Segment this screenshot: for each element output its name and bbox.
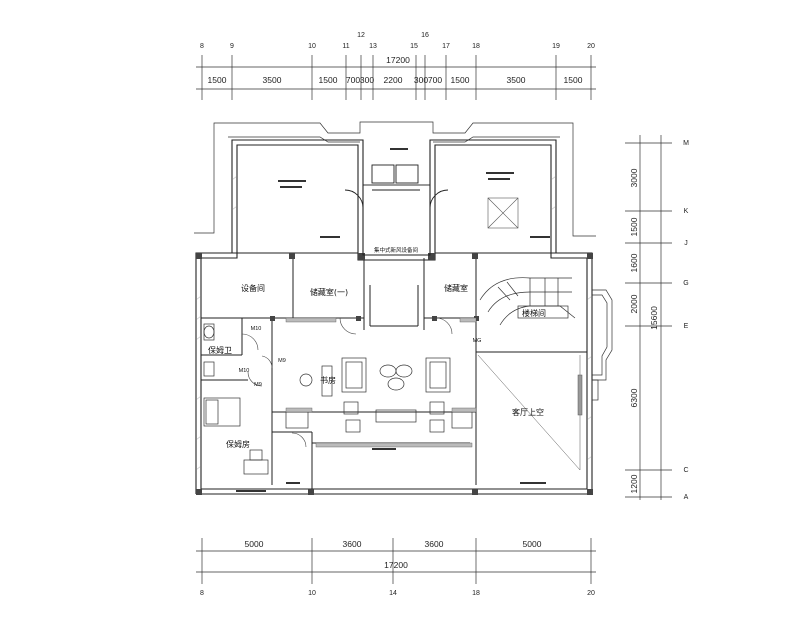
axis-label: G	[683, 280, 688, 287]
segment-dimension: 1500	[629, 217, 639, 236]
axis-label: 9	[230, 43, 234, 50]
axis-label: 10	[308, 590, 316, 597]
spiral-stair	[479, 277, 576, 326]
axis-label: 18	[472, 590, 480, 597]
segment-dimension: 1500	[208, 75, 227, 85]
room-label-study: 书房	[320, 375, 336, 385]
segment-dimension: 2000	[629, 294, 639, 313]
wall-hatching	[195, 175, 593, 471]
right-total-dimension: 15600	[649, 306, 659, 330]
axis-label: 17	[442, 43, 450, 50]
axis-label: 16	[421, 32, 429, 39]
axis-label: 18	[472, 43, 480, 50]
axis-label: E	[684, 323, 689, 330]
structural-columns	[196, 253, 593, 495]
bay-window	[591, 289, 613, 401]
segment-dimension: 3000	[629, 168, 639, 187]
axis-label: K	[684, 208, 689, 215]
door-tag-m10: M10	[251, 326, 262, 332]
room-label-living-void: 客厅上空	[512, 407, 544, 417]
axis-label: 20	[587, 590, 595, 597]
door-tag-m10: M10	[239, 368, 250, 374]
nanny-fixtures	[203, 323, 269, 475]
segment-dimension: 3600	[425, 539, 444, 549]
study-furniture	[285, 357, 473, 433]
roof-outline	[194, 121, 596, 237]
room-label-nanny-bath: 保姆卫	[208, 345, 232, 355]
axis-label: 8	[200, 590, 204, 597]
bottom-segment-dimensions: 5000 3600 3600 5000	[245, 539, 542, 549]
axis-label: J	[684, 240, 688, 247]
room-labels: 设备间 储藏室(一) 储藏室 楼梯间 书房 保姆卫 保姆房 客厅上空	[208, 283, 546, 449]
room-label-stair-hall: 楼梯间	[522, 308, 546, 318]
segment-dimension: 5000	[523, 539, 542, 549]
room-label-central-ac: 集中式新风设备间	[374, 246, 418, 254]
segment-dimension: 300	[414, 75, 428, 85]
axis-label: 19	[552, 43, 560, 50]
door-tag-m9: M9	[278, 358, 286, 364]
axis-label: M	[683, 140, 689, 147]
axis-label: A	[684, 494, 689, 501]
axis-label: 20	[587, 43, 595, 50]
axis-label: 12	[357, 32, 365, 39]
segment-dimension: 1200	[629, 474, 639, 493]
right-dimension-chain	[625, 135, 672, 500]
right-axis-labels: M K J G E C A	[683, 140, 689, 501]
axis-label: 14	[389, 590, 397, 597]
room-label-equipment: 设备间	[241, 283, 265, 293]
terrace-notes	[278, 148, 550, 238]
top-dimension-chain	[196, 55, 596, 100]
top-axis-ticks	[201, 55, 592, 100]
right-segment-dimensions: 3000 1500 1600 2000 6300 1200	[629, 168, 639, 493]
segment-dimension: 700	[346, 75, 360, 85]
lintel-hatching	[285, 317, 477, 448]
top-axis-labels: 8 9 10 11 12 13 15 16 17 18 19 20	[200, 32, 595, 50]
skylight-marker	[487, 197, 519, 229]
door-tag-mg: MG	[473, 338, 482, 344]
door-tag-m9: M9	[254, 382, 262, 388]
top-total-dimension: 17200	[386, 55, 410, 65]
bottom-axis-labels: 8 10 14 18 20	[200, 590, 595, 597]
segment-dimension: 300	[360, 75, 374, 85]
room-label-nanny-room: 保姆房	[226, 439, 250, 449]
axis-label: 10	[308, 43, 316, 50]
segment-dimension: 2200	[384, 75, 403, 85]
axis-label: 8	[200, 43, 204, 50]
axis-label: 13	[369, 43, 377, 50]
segment-dimension: 1500	[564, 75, 583, 85]
segment-dimension: 3500	[507, 75, 526, 85]
top-segment-dimensions: 1500 3500 1500 700 300 2200 300 700 1500…	[208, 75, 583, 85]
segment-dimension: 1500	[319, 75, 338, 85]
axis-label: C	[683, 467, 688, 474]
living-void-lines	[477, 354, 583, 471]
segment-dimension: 5000	[245, 539, 264, 549]
room-label-storage-1: 储藏室(一)	[310, 287, 348, 297]
segment-dimension: 1600	[629, 253, 639, 272]
segment-dimension: 700	[428, 75, 442, 85]
bottom-dimension-chain	[196, 538, 596, 584]
door-tags: M10 M10 M9 M9 MG	[239, 326, 482, 388]
room-label-storage-2: 储藏室	[444, 283, 468, 293]
axis-label: 11	[342, 43, 349, 50]
segment-dimension: 6300	[629, 388, 639, 407]
segment-dimension: 3600	[343, 539, 362, 549]
segment-dimension: 1500	[451, 75, 470, 85]
central-ac-room	[344, 164, 449, 256]
bottom-wall-notes	[236, 448, 546, 492]
door-swings	[241, 317, 453, 448]
axis-label: 15	[410, 43, 418, 50]
segment-dimension: 3500	[263, 75, 282, 85]
bottom-total-dimension: 17200	[384, 560, 408, 570]
